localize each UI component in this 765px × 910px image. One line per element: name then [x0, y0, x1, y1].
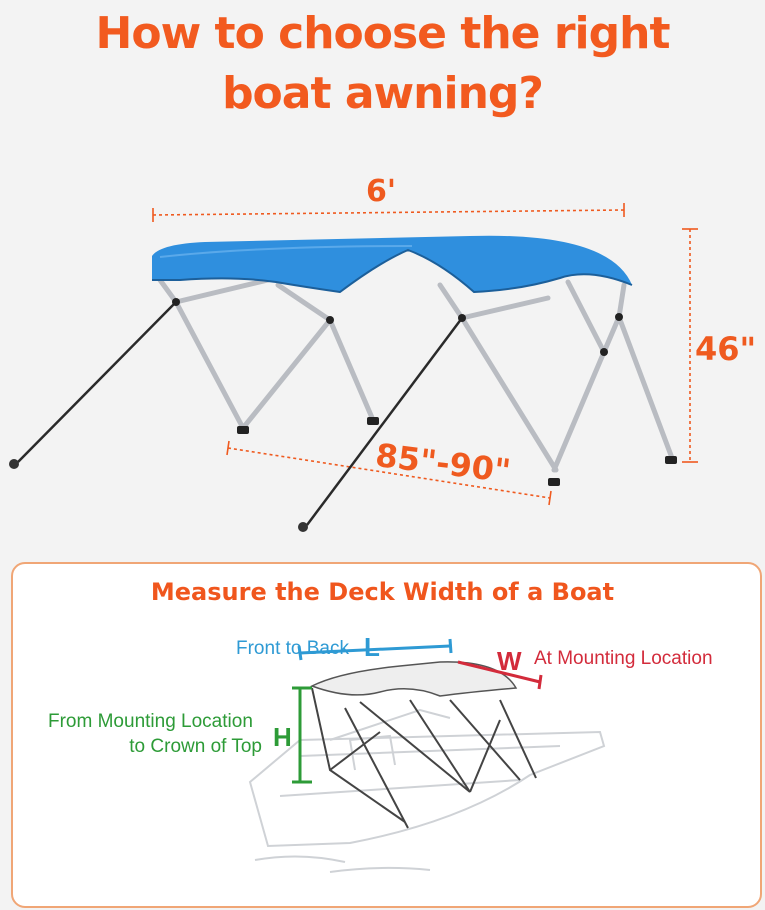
canopy-outline: [310, 661, 518, 697]
frame-poles: [311, 687, 537, 829]
length-line: [299, 644, 451, 655]
boat-outline: [248, 708, 606, 873]
boat-diagram: [248, 638, 606, 873]
pole-feet: [172, 298, 677, 486]
strap-buckle-icon: [9, 459, 19, 469]
canopy-fabric: [152, 235, 632, 292]
strap-buckle-icon: [298, 522, 308, 532]
panel-title: Measure the Deck Width of a Boat: [150, 578, 615, 606]
title-line-1: How to choose the right: [95, 8, 671, 59]
canopy-edge: [152, 248, 633, 294]
from-mounting-label-line-1: From Mounting Location: [48, 711, 253, 732]
dimension-lines: [152, 203, 698, 506]
bimini-top-illustration: [9, 203, 698, 532]
from-mounting-label-line-2: to Crown of Top: [129, 736, 262, 757]
width-line: [457, 660, 541, 684]
page-title: How to choose the right boat awning?: [0, 4, 765, 124]
title-line-2: boat awning?: [222, 68, 544, 119]
front-to-back-label: Front to Back: [236, 638, 349, 659]
height-letter: H: [273, 722, 292, 752]
depth-dimension-line: [227, 447, 551, 499]
width-letter: W: [497, 646, 522, 676]
length-letter: L: [364, 632, 380, 662]
width-dimension-line: [152, 209, 625, 216]
height-dimension-label: 46": [695, 330, 757, 368]
width-dimension-label: 6': [366, 174, 397, 209]
tie-down-straps: [17, 301, 464, 526]
at-mounting-label: At Mounting Location: [534, 648, 713, 669]
measure-panel: [11, 562, 762, 908]
